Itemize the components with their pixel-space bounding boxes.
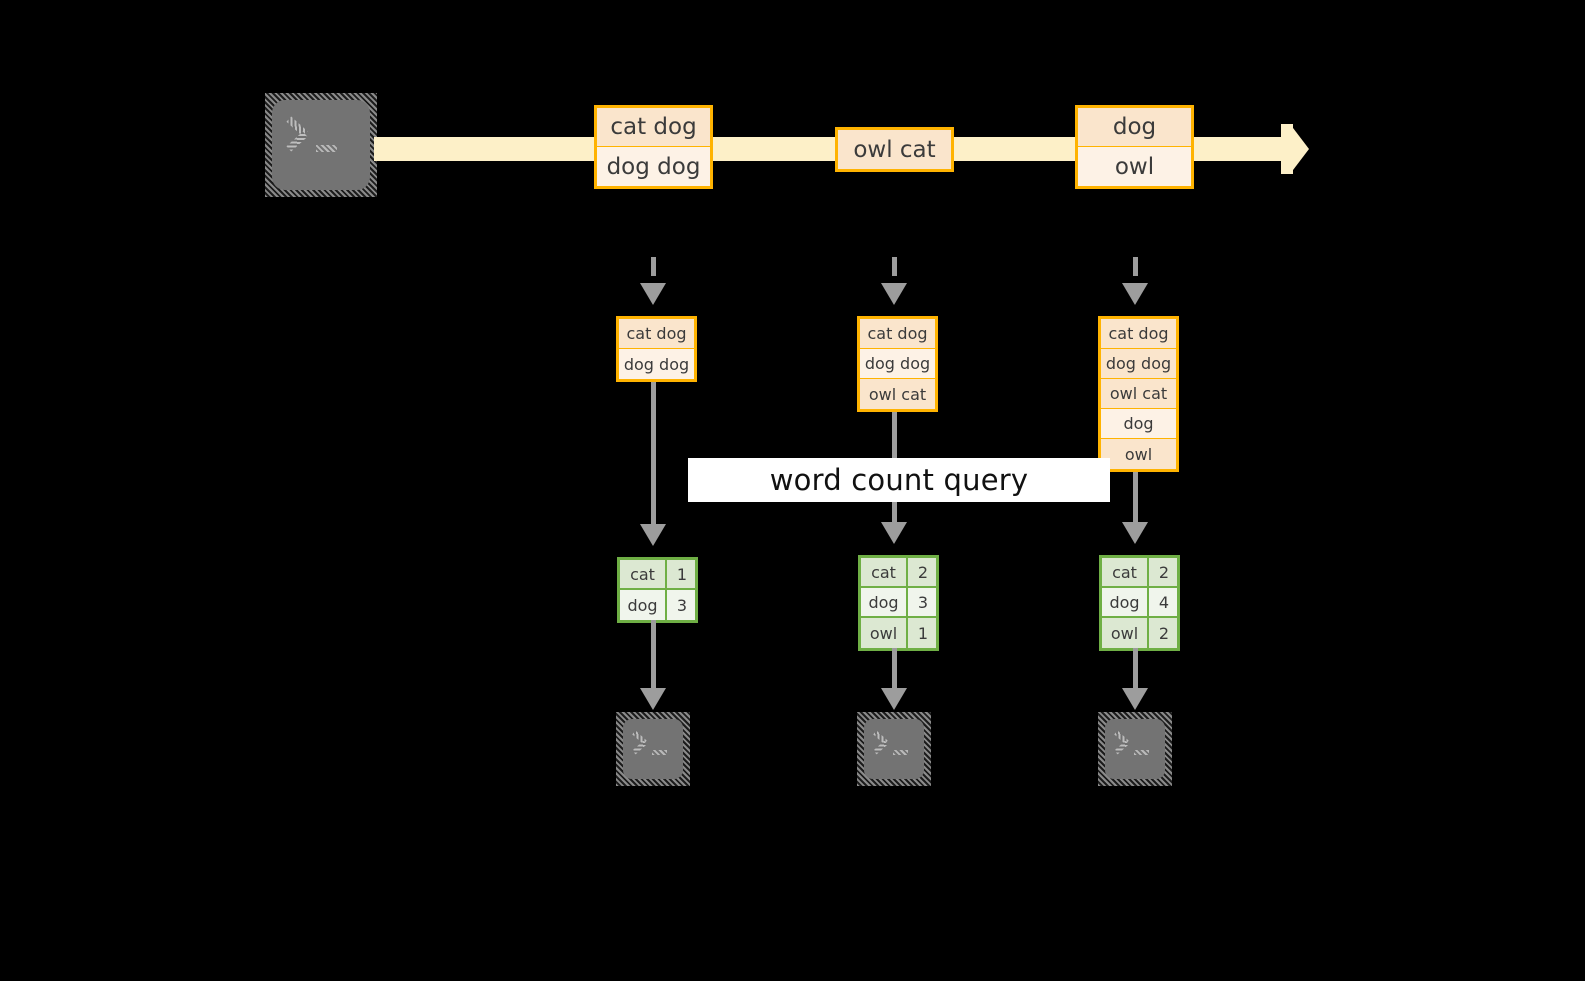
snapshot-3-dashed-connector — [1133, 257, 1138, 276]
terminal-underscore-icon — [1134, 750, 1149, 755]
result-word: dog — [1102, 588, 1149, 616]
snapshot-1-input-box: cat dog dog dog — [616, 316, 697, 382]
snapshot-input-row: cat dog — [619, 319, 694, 349]
result-count: 3 — [667, 590, 695, 620]
result-word: dog — [861, 588, 908, 616]
terminal-underscore-icon — [652, 750, 667, 755]
snapshot-3-sink-connector — [1133, 648, 1138, 692]
snapshot-1-result-table: cat 1 dog 3 — [617, 557, 698, 623]
snapshot-1-query-connector — [651, 382, 656, 528]
stream-event-row: owl cat — [838, 130, 951, 169]
result-count: 1 — [667, 560, 695, 588]
snapshot-1-dashed-connector — [651, 257, 656, 276]
result-row: cat 1 — [620, 560, 695, 590]
stream-event-row: owl — [1078, 147, 1191, 186]
stream-event-row: dog dog — [597, 147, 710, 186]
snapshot-1-sink-arrowhead — [640, 688, 666, 710]
snapshot-3-sink-arrowhead — [1122, 688, 1148, 710]
snapshot-1-sink-connector — [651, 620, 656, 692]
snapshot-1-sink-terminal-icon — [616, 712, 690, 786]
result-count: 2 — [1149, 558, 1177, 586]
result-count: 4 — [1149, 588, 1177, 616]
snapshot-2-result-table: cat 2 dog 3 owl 1 — [858, 555, 939, 651]
terminal-underscore-icon — [893, 750, 908, 755]
result-row: owl 2 — [1102, 618, 1177, 648]
stream-event-group-1: cat dog dog dog — [594, 105, 713, 189]
stream-event-row: cat dog — [597, 108, 710, 147]
result-row: owl 1 — [861, 618, 936, 648]
result-word: dog — [620, 590, 667, 620]
stream-event-group-2: owl cat — [835, 127, 954, 172]
snapshot-2-sink-terminal-icon — [857, 712, 931, 786]
snapshot-3-query-arrowhead — [1122, 522, 1148, 544]
snapshot-input-row: cat dog — [860, 319, 935, 349]
result-word: owl — [861, 618, 908, 648]
snapshot-input-row: dog — [1101, 409, 1176, 439]
result-row: cat 2 — [1102, 558, 1177, 588]
stream-arrow-head — [1290, 124, 1309, 174]
snapshot-3-query-connector — [1133, 472, 1138, 526]
snapshot-2-query-arrowhead — [881, 522, 907, 544]
snapshot-3-dashed-arrowhead — [1122, 283, 1148, 305]
snapshot-2-sink-arrowhead — [881, 688, 907, 710]
word-count-query-label: word count query — [688, 458, 1110, 502]
terminal-underscore-icon — [316, 145, 337, 152]
snapshot-1-dashed-arrowhead — [640, 283, 666, 305]
snapshot-3-sink-terminal-icon — [1098, 712, 1172, 786]
snapshot-1-query-arrowhead — [640, 524, 666, 546]
snapshot-2-dashed-arrowhead — [881, 283, 907, 305]
snapshot-input-row: dog dog — [619, 349, 694, 379]
snapshot-input-row: owl cat — [860, 379, 935, 409]
snapshot-input-row: cat dog — [1101, 319, 1176, 349]
snapshot-2-sink-connector — [892, 648, 897, 692]
snapshot-3-result-table: cat 2 dog 4 owl 2 — [1099, 555, 1180, 651]
result-word: cat — [1102, 558, 1149, 586]
snapshot-input-row: owl cat — [1101, 379, 1176, 409]
terminal-chevron-icon — [864, 719, 924, 779]
snapshot-2-dashed-connector — [892, 257, 897, 276]
result-count: 3 — [908, 588, 936, 616]
snapshot-input-row: dog dog — [860, 349, 935, 379]
result-row: dog 3 — [620, 590, 695, 620]
snapshot-3-input-box: cat dog dog dog owl cat dog owl — [1098, 316, 1179, 472]
snapshot-input-row: dog dog — [1101, 349, 1176, 379]
result-word: cat — [861, 558, 908, 586]
terminal-chevron-icon — [623, 719, 683, 779]
result-row: cat 2 — [861, 558, 936, 588]
snapshot-2-input-box: cat dog dog dog owl cat — [857, 316, 938, 412]
snapshot-input-row: owl — [1101, 439, 1176, 469]
result-row: dog 3 — [861, 588, 936, 618]
result-row: dog 4 — [1102, 588, 1177, 618]
stream-event-row: dog — [1078, 108, 1191, 147]
result-word: owl — [1102, 618, 1149, 648]
result-count: 1 — [908, 618, 936, 648]
result-count: 2 — [1149, 618, 1177, 648]
source-terminal-icon — [265, 93, 377, 197]
result-count: 2 — [908, 558, 936, 586]
terminal-chevron-icon — [1105, 719, 1165, 779]
stream-event-group-3: dog owl — [1075, 105, 1194, 189]
result-word: cat — [620, 560, 667, 588]
